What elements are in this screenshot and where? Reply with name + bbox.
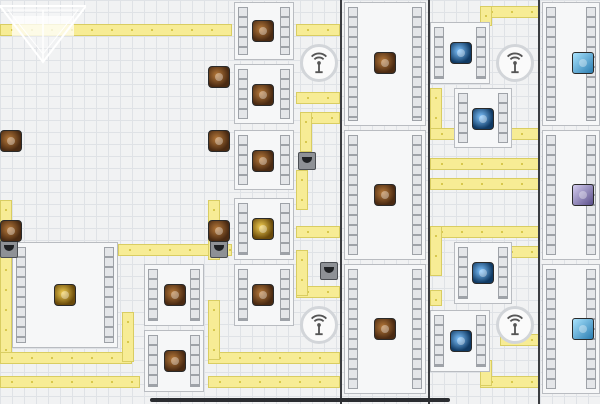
output-plate-icon[interactable] <box>210 240 228 258</box>
belt-bottom-2 <box>0 376 140 388</box>
ice-cube-icon[interactable] <box>572 318 594 340</box>
belt-bottom-4 <box>208 376 340 388</box>
copper-orb-icon[interactable] <box>374 318 396 340</box>
belt-bottom-1 <box>0 352 132 364</box>
blue-orb-icon[interactable] <box>472 108 494 130</box>
belt-right-mid-v <box>430 226 442 276</box>
purple-crystal-icon[interactable] <box>572 184 594 206</box>
belt-right-low-v <box>430 290 442 306</box>
divider-line <box>428 0 430 404</box>
copper-orb-icon[interactable] <box>252 20 274 42</box>
divider-line <box>538 0 540 404</box>
machine-col3-bottom[interactable] <box>344 264 426 394</box>
output-plate-icon[interactable] <box>320 262 338 280</box>
copper-orb-icon[interactable] <box>164 284 186 306</box>
copper-orb-icon[interactable] <box>252 84 274 106</box>
belt-right-mid <box>430 226 540 238</box>
radio-antenna-icon <box>311 314 327 336</box>
belt-bottom-3v <box>208 300 220 360</box>
output-plate-icon[interactable] <box>0 240 18 258</box>
machine-col3-top[interactable] <box>344 2 426 126</box>
belt-row-2 <box>296 92 340 104</box>
hub-bottom[interactable] <box>300 306 338 344</box>
copper-orb-icon[interactable] <box>374 52 396 74</box>
radio-antenna-icon <box>507 52 523 74</box>
belt-bottom-1v <box>122 312 134 362</box>
copper-orb-icon[interactable] <box>208 66 230 88</box>
copper-orb-icon[interactable] <box>252 150 274 172</box>
hub-top[interactable] <box>300 44 338 82</box>
belt-bottom-5 <box>480 376 540 388</box>
game-logo-emblem <box>0 5 86 64</box>
copper-orb-icon[interactable] <box>208 220 230 242</box>
copper-orb-icon[interactable] <box>374 184 396 206</box>
belt-bottom-3 <box>208 352 340 364</box>
hub-right-top[interactable] <box>496 44 534 82</box>
belt-mid-h <box>296 226 340 238</box>
belt-top-far <box>480 6 540 18</box>
gold-orb-icon[interactable] <box>252 218 274 240</box>
copper-orb-icon[interactable] <box>252 284 274 306</box>
belt-right-c <box>430 178 540 190</box>
game-logo <box>0 0 86 70</box>
belt-left-mid <box>118 244 232 256</box>
blue-orb-icon[interactable] <box>450 330 472 352</box>
copper-orb-icon[interactable] <box>0 220 22 242</box>
ice-cube-icon[interactable] <box>572 52 594 74</box>
radio-antenna-icon <box>311 52 327 74</box>
machine-bottom-left-a[interactable] <box>144 264 204 326</box>
belt-top-right <box>296 24 340 36</box>
copper-orb-icon[interactable] <box>208 130 230 152</box>
copper-orb-icon[interactable] <box>0 130 22 152</box>
belt-mid-v <box>296 170 308 210</box>
radio-antenna-icon <box>507 314 523 336</box>
divider-line <box>340 0 342 404</box>
belt-mid-low-v <box>296 250 308 296</box>
blue-orb-icon[interactable] <box>450 42 472 64</box>
belt-curve-a <box>300 112 312 152</box>
machine-right-mid-small[interactable] <box>454 242 512 304</box>
blue-orb-icon[interactable] <box>472 262 494 284</box>
gold-orb-icon[interactable] <box>54 284 76 306</box>
output-plate-icon[interactable] <box>298 152 316 170</box>
copper-orb-icon[interactable] <box>164 350 186 372</box>
belt-right-d <box>430 158 540 170</box>
horizontal-scrollbar[interactable] <box>150 398 450 402</box>
hub-right-bottom[interactable] <box>496 306 534 344</box>
